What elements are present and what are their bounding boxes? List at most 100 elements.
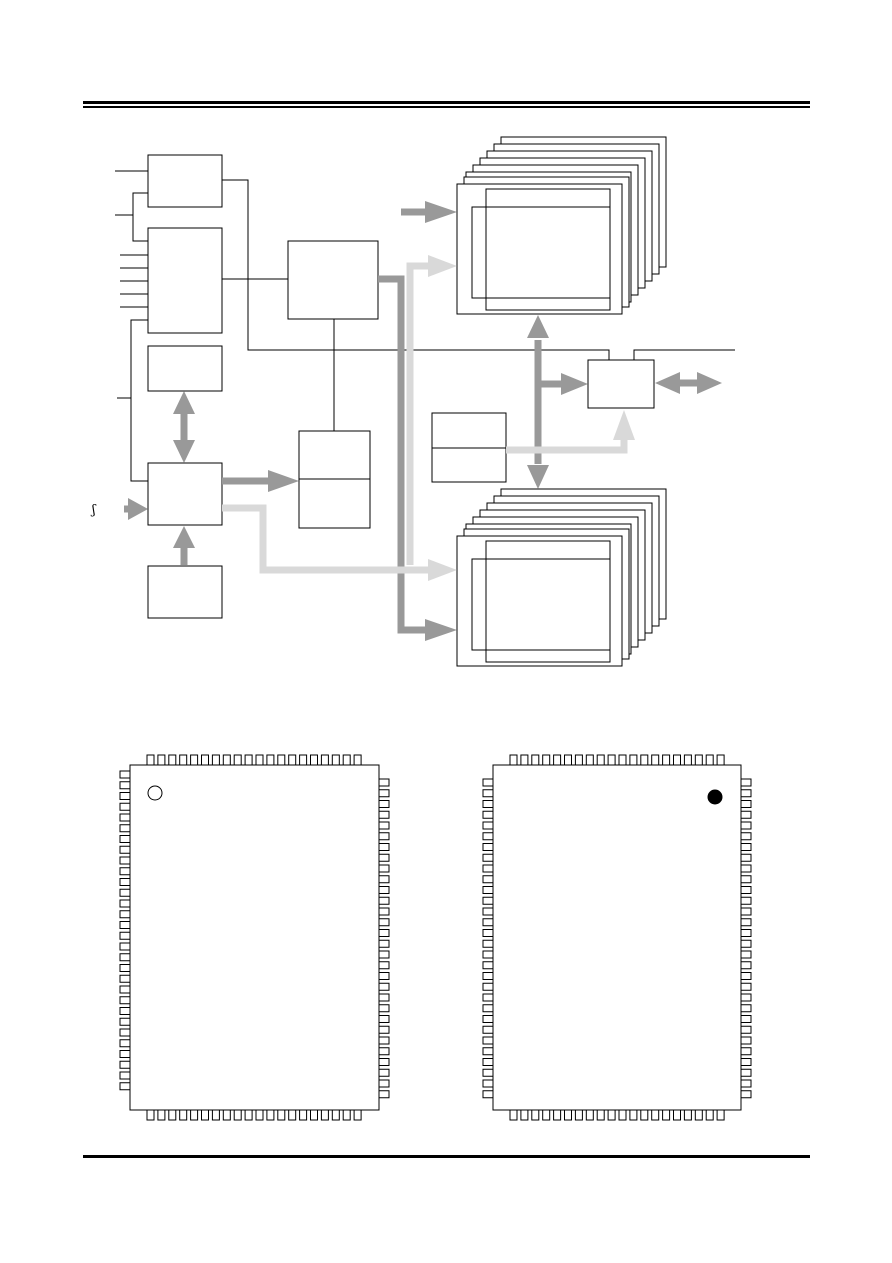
package-pin-left [119, 899, 131, 908]
package-pin-right [378, 950, 390, 959]
package-pin-right [740, 993, 752, 1002]
package-pin-right [378, 832, 390, 841]
package-pin-bottom [331, 1109, 340, 1121]
interconnect-lines [222, 179, 735, 431]
package-pin-left [119, 1060, 131, 1069]
dark-bus [124, 208, 698, 634]
data-latch-block [298, 430, 371, 529]
package-pin-right [378, 961, 390, 970]
package-pin-right [740, 896, 752, 905]
pin1-marker-open-circle [147, 785, 163, 801]
package-pin-right [378, 800, 390, 808]
stray-mark: ʃ [90, 503, 97, 518]
package-pin-left [482, 1058, 494, 1066]
package-pin-top [531, 754, 540, 766]
package-pin-top [629, 754, 638, 766]
package-pin-left [482, 875, 494, 884]
package-pin-bottom [694, 1109, 703, 1121]
package-pin-right [378, 853, 390, 862]
package-pin-bottom [531, 1109, 540, 1121]
package-pin-bottom [222, 1109, 231, 1121]
address-mux-block [287, 240, 379, 320]
package-pin-right [740, 821, 752, 830]
io-control-block [147, 462, 223, 526]
package-pin-bottom [255, 1109, 264, 1121]
package-pin-right [740, 1058, 752, 1066]
package-pin-right [740, 1068, 752, 1077]
package-pin-right [378, 778, 390, 787]
package-pin-right [378, 918, 390, 927]
package-pin-bottom [553, 1109, 562, 1121]
package-pin-top [705, 754, 714, 766]
package-pin-left [482, 1036, 494, 1045]
package-pin-right [740, 886, 752, 894]
dark-bus-arrowheads [128, 201, 722, 641]
package-pin-left [119, 845, 131, 854]
package-pin-right [378, 929, 390, 937]
package-pin-right [378, 810, 390, 819]
package-pin-top [255, 754, 264, 766]
package-pin-right [378, 789, 390, 798]
package-pin-left [119, 974, 131, 983]
package-pin-right [378, 1015, 390, 1023]
package-pin-right [740, 810, 752, 819]
package-pin-left [119, 985, 131, 994]
package-pin-left [119, 878, 131, 886]
package-pin-top [520, 754, 529, 766]
sense-amp-block [587, 359, 655, 409]
package-pin-top [716, 754, 725, 766]
package-pin-bottom [662, 1109, 671, 1121]
memory-array-lower [456, 488, 667, 667]
package-pin-left [119, 835, 131, 843]
package-pin-right [740, 1047, 752, 1056]
package-pin-right [378, 1058, 390, 1066]
package-pin-left [482, 789, 494, 798]
package-pin-top [673, 754, 681, 766]
package-pin-bottom [179, 1109, 188, 1121]
package-pin-top [353, 754, 362, 766]
package-pin-top [288, 754, 297, 766]
package-pin-left [482, 972, 494, 980]
package-pin-top [299, 754, 308, 766]
package-pin-bottom [542, 1109, 551, 1121]
package-pin-right [740, 832, 752, 841]
package-pin-bottom [211, 1109, 220, 1121]
package-pin-top [651, 754, 660, 766]
package-pin-right [740, 972, 752, 980]
package-pin-right [378, 821, 390, 830]
package-pin-right [378, 896, 390, 905]
address-register-block [147, 154, 223, 208]
package-pin-right [740, 982, 752, 991]
package-pin-left [119, 770, 131, 779]
package-body [492, 764, 742, 1111]
package-pin-right [740, 950, 752, 959]
package-pin-left [119, 1007, 131, 1015]
package-pin-bottom [651, 1109, 660, 1121]
package-pin-right [740, 800, 752, 808]
block-diagram: ʃ [90, 136, 735, 667]
package-pin-left [482, 1068, 494, 1077]
package-pin-right [378, 939, 390, 948]
package-pin-right [378, 1004, 390, 1013]
package-pin-bottom [342, 1109, 351, 1121]
package-pin-left [119, 1028, 131, 1037]
package-pin-right [740, 939, 752, 948]
memory-array-upper [456, 136, 667, 315]
package-pin-top [509, 754, 518, 766]
package-pin-bottom [716, 1109, 725, 1121]
control-logic-block [147, 227, 223, 334]
package-pin-bottom [564, 1109, 572, 1121]
package-pin-right [378, 993, 390, 1002]
package-pin-top [146, 754, 155, 766]
mode-register-block [431, 412, 507, 483]
package-pin-left [119, 888, 131, 897]
package-pin-top [542, 754, 551, 766]
package-pin-bottom [310, 1109, 318, 1121]
package-pin-left [482, 886, 494, 894]
package-pin-right [378, 1079, 390, 1088]
light-bus [222, 262, 628, 574]
package-pin-left [119, 931, 131, 940]
package-pin-right [740, 1036, 752, 1045]
package-pin-top [640, 754, 649, 766]
package-pin-left [119, 1039, 131, 1048]
